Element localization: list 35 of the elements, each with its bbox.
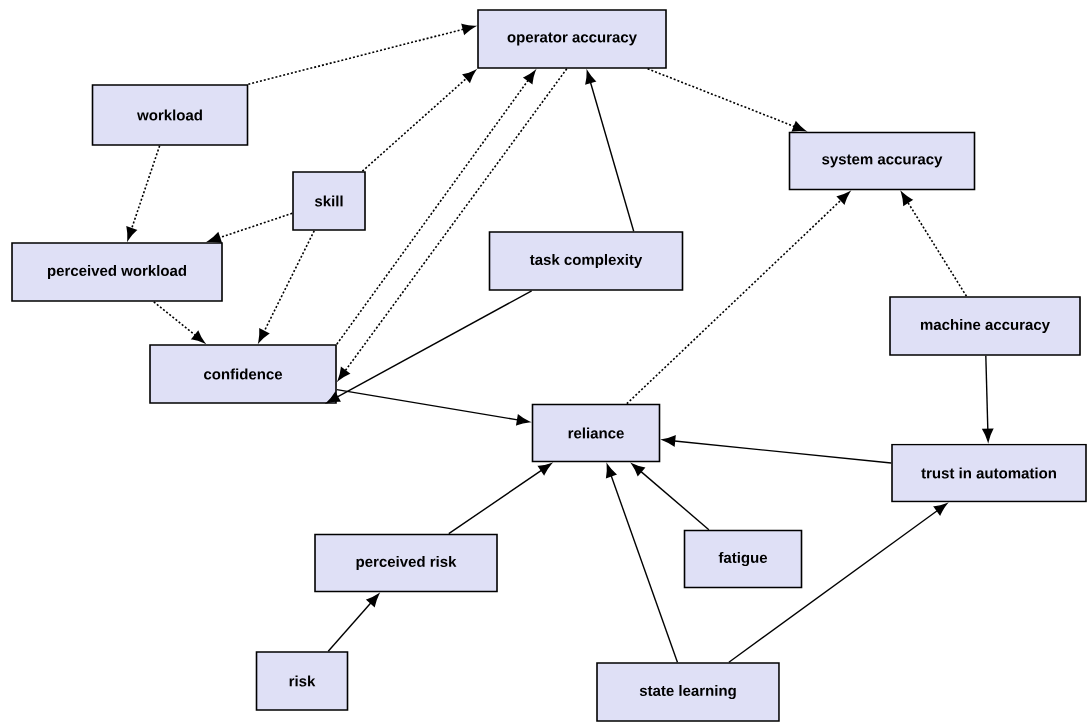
- concept-box: machine accuracy: [889, 296, 1081, 356]
- arrow: [126, 145, 161, 241]
- arrow: [153, 301, 205, 344]
- arrow: [247, 23, 475, 85]
- arrow: [646, 68, 806, 132]
- concept-box: state learning: [596, 662, 780, 722]
- arrow: [631, 463, 710, 531]
- concept-box: reliance: [531, 403, 661, 463]
- concept-box: workload: [91, 84, 249, 146]
- concept-box: perceived workload: [11, 242, 223, 302]
- arrow: [982, 355, 994, 442]
- concept-box: risk: [255, 651, 349, 711]
- arrow: [585, 70, 635, 232]
- arrow: [606, 464, 679, 663]
- arrow: [208, 212, 293, 243]
- arrow: [336, 70, 536, 345]
- arrow: [448, 463, 552, 535]
- concept-box: fatigue: [683, 529, 803, 589]
- arrow: [662, 435, 892, 464]
- arrow: [901, 192, 968, 297]
- concept-box: operator accuracy: [477, 9, 667, 69]
- concept-box: task complexity: [488, 231, 684, 291]
- concept-box: confidence: [149, 344, 337, 404]
- arrow: [361, 70, 476, 172]
- arrow: [337, 68, 568, 381]
- arrow: [728, 503, 948, 663]
- arrow: [326, 290, 533, 404]
- concept-box: skill: [292, 171, 366, 231]
- arrow: [626, 191, 850, 405]
- concept-box: perceived risk: [314, 533, 498, 593]
- arrow: [258, 230, 315, 343]
- concept-box: system accuracy: [788, 131, 976, 191]
- concept-box: trust in automation: [891, 443, 1087, 503]
- arrow: [336, 389, 530, 426]
- arrow: [327, 593, 380, 652]
